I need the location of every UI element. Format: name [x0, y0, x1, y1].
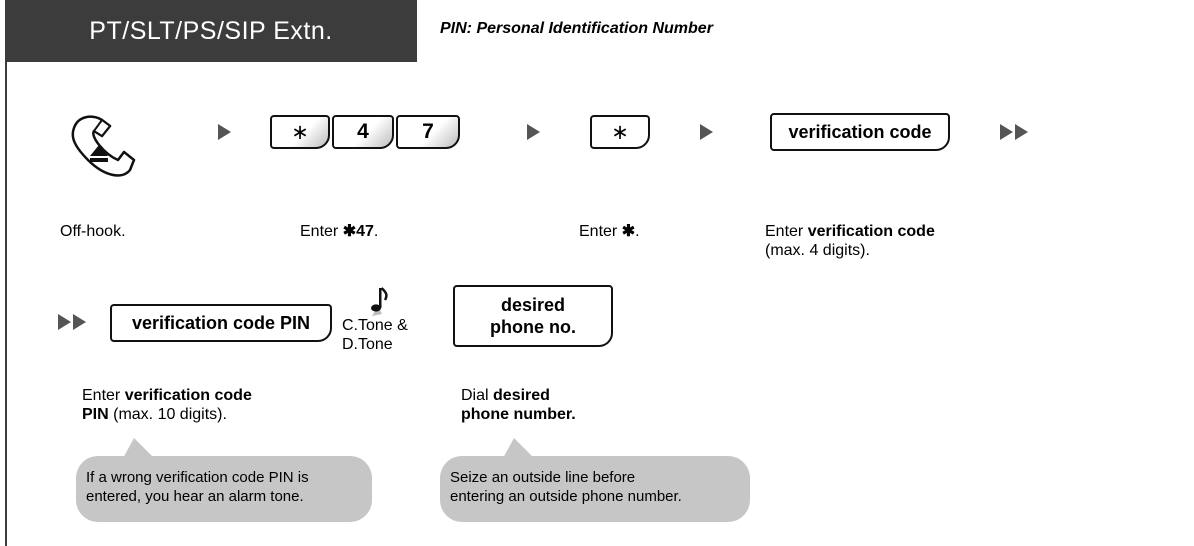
bubble-outside-line: Seize an outside line before entering an… — [440, 456, 750, 522]
key-7: 7 — [396, 115, 460, 149]
desired-phone-number-box: desired phone no. — [453, 285, 613, 347]
verification-code-box: verification code — [770, 113, 950, 151]
header-title: PT/SLT/PS/SIP Extn. — [89, 16, 333, 45]
bubble-tail-right — [502, 438, 536, 460]
handset-offhook-icon — [71, 115, 136, 177]
key-star: ∗ — [270, 115, 330, 149]
caption-star: Enter ✱. — [579, 223, 640, 240]
caption-verification-pin: Enter verification code PIN (max. 10 dig… — [82, 387, 252, 423]
arrow-2 — [527, 124, 540, 140]
caption-desired: Dial desired phone number. — [461, 387, 576, 423]
arrow-1 — [218, 124, 231, 140]
arrow-5a — [58, 314, 71, 330]
header-note: PIN: Personal Identification Number — [440, 20, 713, 37]
verification-code-pin-box: verification code PIN — [110, 304, 332, 342]
bubble-wrong-pin: If a wrong verification code PIN is ente… — [76, 456, 372, 522]
key-4: 4 — [332, 115, 394, 149]
key-star-single: ∗ — [590, 115, 650, 149]
header-tab: PT/SLT/PS/SIP Extn. — [5, 0, 417, 62]
bubble-tail-left — [122, 438, 156, 460]
caption-offhook: Off-hook. — [60, 223, 126, 240]
arrow-3 — [700, 124, 713, 140]
caption-feature: Enter ✱47. — [300, 223, 379, 240]
tone-label: C.Tone & D.Tone — [342, 317, 408, 353]
arrow-4b — [1015, 124, 1028, 140]
left-frame-line — [5, 0, 7, 546]
caption-verification-code: Enter verification code (max. 4 digits). — [765, 223, 935, 259]
tone-note-icon — [371, 287, 388, 316]
arrow-4a — [1000, 124, 1013, 140]
arrow-5b — [73, 314, 86, 330]
